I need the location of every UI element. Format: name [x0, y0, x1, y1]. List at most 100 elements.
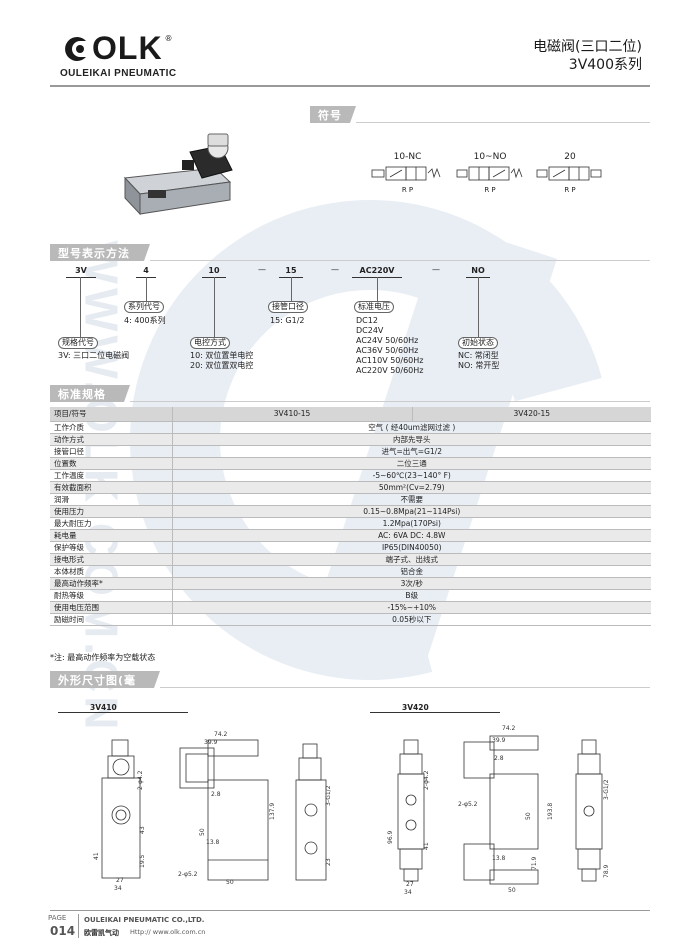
symbol-label: 10~NO [473, 152, 507, 162]
spec-key: 保护等级 [50, 541, 173, 554]
tag-port: 接管口径 [268, 301, 308, 313]
spec-table-row: 接管口径进气=出气=G1/2 [50, 445, 651, 458]
spec-table-row: 最高动作频率*3次/秒 [50, 577, 651, 590]
spec-value: 0.15~0.8Mpa(21~114Psi) [172, 505, 651, 518]
dim-text: 2-φ4.2 [423, 770, 430, 790]
spec-value: 3次/秒 [172, 577, 651, 590]
dim-text: 96.9 [387, 830, 394, 844]
desc-state-line: NC: 常闭型 [458, 351, 499, 360]
dim-text: 2-φ4.2 [137, 770, 144, 790]
desc-series: 4: 400系列 [124, 316, 166, 325]
page-label: PAGE [48, 914, 67, 922]
page-footer: PAGE 014 OULEIKAI PNEUMATIC CO.,LTD. 欧雷凯… [40, 912, 660, 942]
desc-voltage-line: AC110V 50/60Hz [356, 356, 424, 365]
code-dash: — [331, 265, 339, 274]
footer-company: OULEIKAI PNEUMATIC CO.,LTD. [84, 916, 205, 924]
code-part-series: 4 [143, 266, 149, 275]
dim-text: 39.9 [492, 737, 506, 744]
code-dash: — [258, 265, 266, 274]
dim-text: 19.5 [139, 854, 146, 868]
dim-text: 137.9 [269, 803, 276, 820]
spec-key: 最大耐压力 [50, 517, 173, 530]
spec-key: 工作温度 [50, 469, 173, 482]
desc-control-line: 10: 双位置单电控 [190, 351, 254, 360]
dim-text: 74.2 [502, 725, 516, 732]
dim-text: 50 [525, 812, 532, 820]
spec-key: 接管口径 [50, 445, 173, 458]
desc-voltage: DC12 DC24V AC24V 50/60Hz AC36V 50/60Hz A… [356, 316, 423, 376]
footer-rule [50, 910, 650, 911]
tag-state: 初始状态 [458, 337, 498, 349]
dim-text: 3-G1/2 [325, 785, 332, 806]
spec-table-row: 位置数二位三通 [50, 457, 651, 470]
spec-key: 接电形式 [50, 553, 173, 566]
spec-value: 1.2Mpa(170Psi) [172, 517, 651, 530]
symbol-ports: R P [484, 186, 496, 194]
symbol-label: 10-NC [393, 152, 422, 162]
code-connector [214, 277, 215, 337]
section-model: 型号表示方法 [50, 244, 150, 261]
spec-table-row: 工作介质空气 ( 经40um滤网过滤 ) [50, 421, 651, 434]
spec-table-header: 项目/符号 3V410-15 3V420-15 [50, 407, 651, 422]
spec-key: 励磁时间 [50, 613, 173, 626]
dim-text: 3-G1/2 [603, 779, 610, 800]
symbol-ports: R P [564, 186, 576, 194]
code-connector [291, 277, 292, 301]
dims-drawing-right: 74.2 39.9 193.8 2.8 50 96.9 41 27 34 2-φ… [387, 725, 610, 896]
code-underline [66, 277, 96, 278]
spec-value: -5~60℃(23~140° F) [172, 469, 651, 482]
footer-url: Http:// www.olk.com.cn [130, 928, 206, 936]
spec-table: 项目/符号 3V410-15 3V420-15 工作介质空气 ( 经40um滤网… [50, 407, 651, 626]
dim-text: 2.8 [494, 755, 504, 762]
spec-table-row: 使用电压范围-15%~+10% [50, 601, 651, 614]
desc-voltage-line: DC12 [356, 316, 378, 325]
brand-logo: OLK ® OULEIKAI PNEUMATIC [60, 30, 200, 79]
dim-text: 74.2 [214, 731, 228, 738]
spec-key: 位置数 [50, 457, 173, 470]
dim-text: 43 [139, 826, 146, 834]
section-dims-line [160, 687, 650, 688]
product-image [123, 133, 233, 216]
logo-mark-icon [65, 36, 86, 61]
desc-voltage-line: DC24V [356, 326, 384, 335]
section-model-line [150, 260, 650, 261]
code-part-state: NO [471, 266, 485, 275]
tag-voltage: 标准电压 [354, 301, 394, 313]
section-symbol: 符号 [310, 106, 356, 123]
desc-voltage-line: AC36V 50/60Hz [356, 346, 419, 355]
dim-text: 41 [93, 852, 100, 860]
spec-value: IP65(DIN40050) [172, 541, 651, 554]
title-line2: 3V400系列 [568, 57, 642, 73]
code-connector [80, 277, 81, 337]
brand-name: OLK [92, 30, 163, 66]
dim-text: 50 [226, 879, 234, 886]
dim-text: 2-φ5.2 [458, 801, 478, 808]
section-spec: 标准规格 [50, 385, 130, 402]
page-number: 014 [50, 924, 76, 938]
symbol-20: 20 R P [535, 152, 605, 194]
spec-key: 动作方式 [50, 433, 173, 446]
title-line1: 电磁阀(三口二位) [533, 39, 642, 55]
dim-text: 71.9 [531, 856, 538, 870]
dim-text: 27 [406, 881, 414, 888]
spec-key: 使用电压范围 [50, 601, 173, 614]
spec-key: 最高动作频率* [50, 577, 173, 590]
spec-table-row: 动作方式内部先导头 [50, 433, 651, 446]
spec-value: AC: 6VA DC: 4.8W [172, 529, 651, 542]
spec-header-cell: 3V420-15 [412, 407, 651, 422]
spec-header-cell: 3V410-15 [172, 407, 413, 422]
footer-separator [78, 914, 79, 938]
code-part-type: 3V [75, 266, 87, 275]
dim-text: 78.9 [603, 864, 610, 878]
desc-voltage-line: AC220V 50/60Hz [356, 366, 424, 375]
spec-value: -15%~+10% [172, 601, 651, 614]
desc-control: 10: 双位置单电控 20: 双位置双电控 [190, 351, 253, 371]
symbol-10-nc: 10-NC R P [370, 152, 445, 194]
dim-text: 13.8 [492, 855, 506, 862]
dim-text: 2.8 [211, 791, 221, 798]
